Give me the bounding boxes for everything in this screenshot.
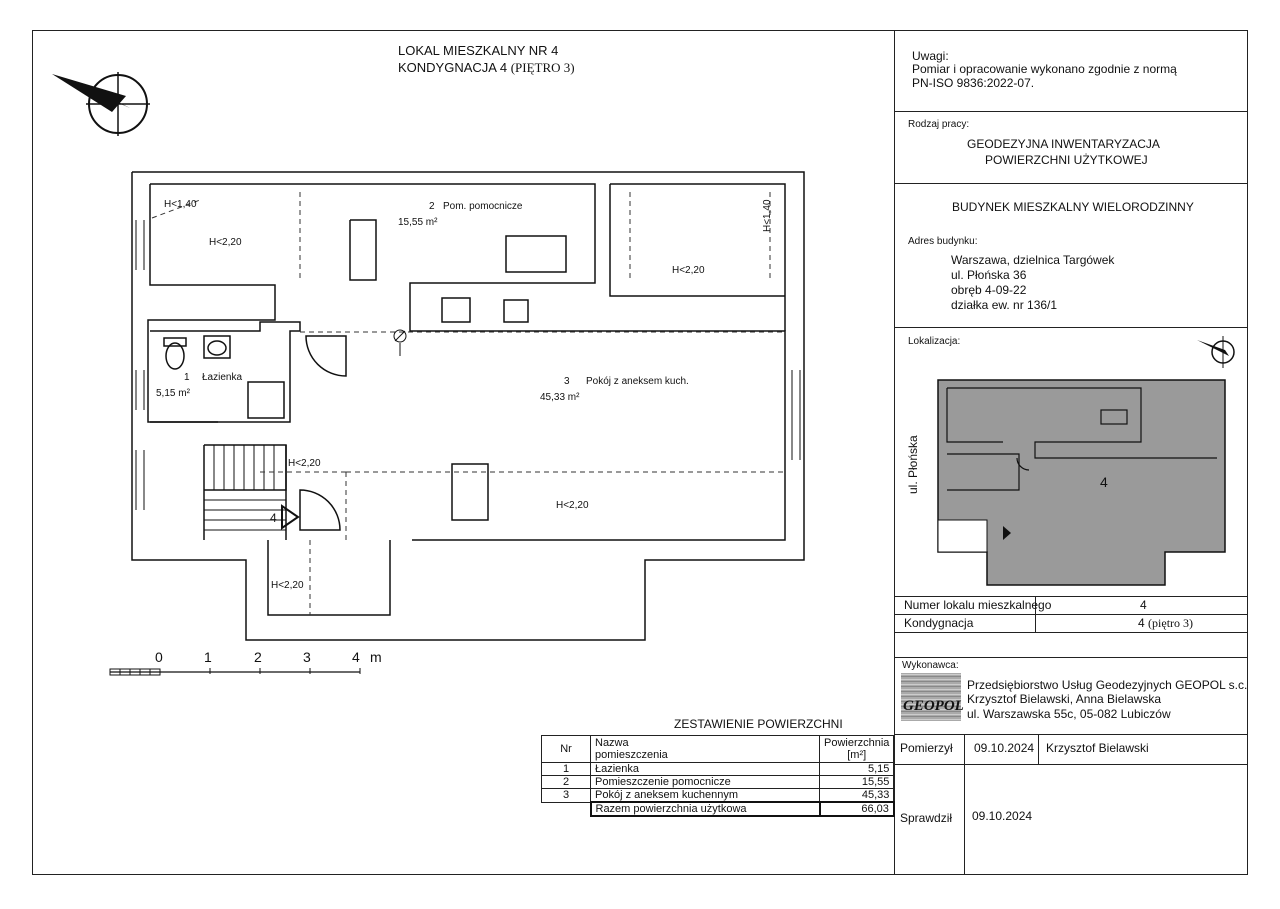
notes-line-1: Pomiar i opracowanie wykonano zgodnie z … xyxy=(912,62,1177,76)
notes-line-2: PN-ISO 9836:2022-07. xyxy=(912,76,1035,90)
work-line-1: GEODEZYJNA INWENTARYZACJA xyxy=(967,137,1160,151)
total-value: 66,03 xyxy=(818,801,895,817)
info-value: 4 (piętro 3) xyxy=(1138,616,1194,630)
address-line: Warszawa, dzielnica Targówek xyxy=(951,253,1115,267)
panel-rule xyxy=(964,734,965,875)
scale-tick: 1 xyxy=(204,649,212,665)
checked-label: Sprawdził xyxy=(900,811,953,825)
row-name: Łazienka xyxy=(590,762,820,776)
height-label: H<2,20 xyxy=(271,580,304,591)
row-name: Pomieszczenie pomocnicze xyxy=(590,775,820,789)
panel-rule xyxy=(1038,734,1039,764)
table-row: 1 Łazienka 5,15 xyxy=(541,762,895,776)
street-label: ul. Płońska xyxy=(906,435,920,494)
scale-tick: 2 xyxy=(254,649,262,665)
room-name: Pom. pomocnicze xyxy=(443,201,523,212)
row-nr: 2 xyxy=(541,775,591,789)
room-number: 1 xyxy=(184,372,190,383)
contractor-label: Wykonawca: xyxy=(902,660,959,671)
panel-rule xyxy=(894,111,1248,112)
info-value: 4 xyxy=(1140,598,1147,612)
measured-by: Krzysztof Bielawski xyxy=(1046,741,1149,755)
location-label: Lokalizacja: xyxy=(908,336,961,347)
north-arrow-icon xyxy=(1197,336,1235,368)
info-label: Kondygnacja xyxy=(904,616,974,630)
address-label: Adres budynku: xyxy=(908,236,978,247)
scale-unit: m xyxy=(370,649,382,665)
geopol-logo: GEOPOL xyxy=(901,673,964,721)
height-label: H<1,40 xyxy=(164,199,197,210)
scale-tick: 0 xyxy=(155,649,163,665)
scale-tick: 3 xyxy=(303,649,311,665)
panel-rule xyxy=(894,183,1248,184)
panel-rule xyxy=(894,614,1248,615)
room-number: 2 xyxy=(429,201,435,212)
height-label: H<2,20 xyxy=(288,458,321,469)
height-label: H<1,40 xyxy=(762,199,773,232)
summary-title: ZESTAWIENIE POWIERZCHNI xyxy=(674,717,843,731)
measured-label: Pomierzył xyxy=(900,741,953,755)
col-nr: Nr xyxy=(541,735,591,763)
panel-rule xyxy=(894,657,1248,658)
address-line: obręb 4-09-22 xyxy=(951,283,1027,297)
location-map: 4 xyxy=(937,336,1235,586)
panel-divider xyxy=(894,30,896,875)
contractor-line: ul. Warszawska 55c, 05-082 Lubiczów xyxy=(967,707,1171,721)
title-line-1: LOKAL MIESZKALNY NR 4 xyxy=(398,43,559,58)
panel-rule xyxy=(894,734,1248,735)
room-name: Łazienka xyxy=(202,372,243,383)
svg-text:4: 4 xyxy=(1100,474,1108,490)
stair-number: 4 xyxy=(270,511,277,525)
col-area: Powierzchnia[m²] xyxy=(818,735,895,763)
north-arrow-icon xyxy=(52,72,150,136)
row-nr: 1 xyxy=(541,762,591,776)
height-label: H<2,20 xyxy=(209,237,242,248)
row-name: Pokój z aneksem kuchennym xyxy=(590,788,820,803)
work-label: Rodzaj pracy: xyxy=(908,119,970,130)
floor-plan xyxy=(131,171,805,641)
panel-rule xyxy=(894,632,1248,633)
work-line-2: POWIERZCHNI UŻYTKOWEJ xyxy=(985,153,1148,167)
room-area: 15,55 m² xyxy=(398,217,438,228)
room-area: 5,15 m² xyxy=(156,388,190,399)
room-number: 3 xyxy=(564,376,570,387)
height-label: H<2,20 xyxy=(556,500,589,511)
row-area: 15,55 xyxy=(818,775,895,789)
row-area: 5,15 xyxy=(818,762,895,776)
drawing-frame xyxy=(32,30,1248,875)
row-nr: 3 xyxy=(541,788,591,803)
panel-rule xyxy=(894,327,1248,328)
total-label: Razem powierzchnia użytkowa xyxy=(589,801,821,817)
building-title: BUDYNEK MIESZKALNY WIELORODZINNY xyxy=(952,200,1194,214)
info-label: Numer lokalu mieszkalnego xyxy=(904,598,1052,612)
table-total-row: Razem powierzchnia użytkowa 66,03 xyxy=(542,801,895,817)
panel-rule xyxy=(1035,596,1036,632)
room-name: Pokój z aneksem kuch. xyxy=(586,376,689,387)
height-label: H<2,20 xyxy=(672,265,705,276)
measured-date: 09.10.2024 xyxy=(974,741,1035,755)
address-line: działka ew. nr 136/1 xyxy=(951,298,1058,312)
table-row: 3 Pokój z aneksem kuchennym 45,33 xyxy=(541,788,895,803)
panel-rule xyxy=(894,764,1248,765)
room-area: 45,33 m² xyxy=(540,392,580,403)
title-line-2: KONDYGNACJA 4 (PIĘTRO 3) xyxy=(398,60,575,75)
row-area: 45,33 xyxy=(818,788,895,803)
contractor-line: Krzysztof Bielawski, Anna Bielawska xyxy=(967,692,1162,706)
checked-date: 09.10.2024 xyxy=(972,809,1033,823)
contractor-line: Przedsiębiorstwo Usług Geodezyjnych GEOP… xyxy=(967,678,1248,692)
panel-rule xyxy=(894,596,1248,597)
notes-label: Uwagi: xyxy=(912,49,949,63)
scale-tick: 4 xyxy=(352,649,360,665)
table-row: 2 Pomieszczenie pomocnicze 15,55 xyxy=(541,775,895,789)
address-line: ul. Płońska 36 xyxy=(951,268,1027,282)
scale-bar xyxy=(109,668,361,676)
